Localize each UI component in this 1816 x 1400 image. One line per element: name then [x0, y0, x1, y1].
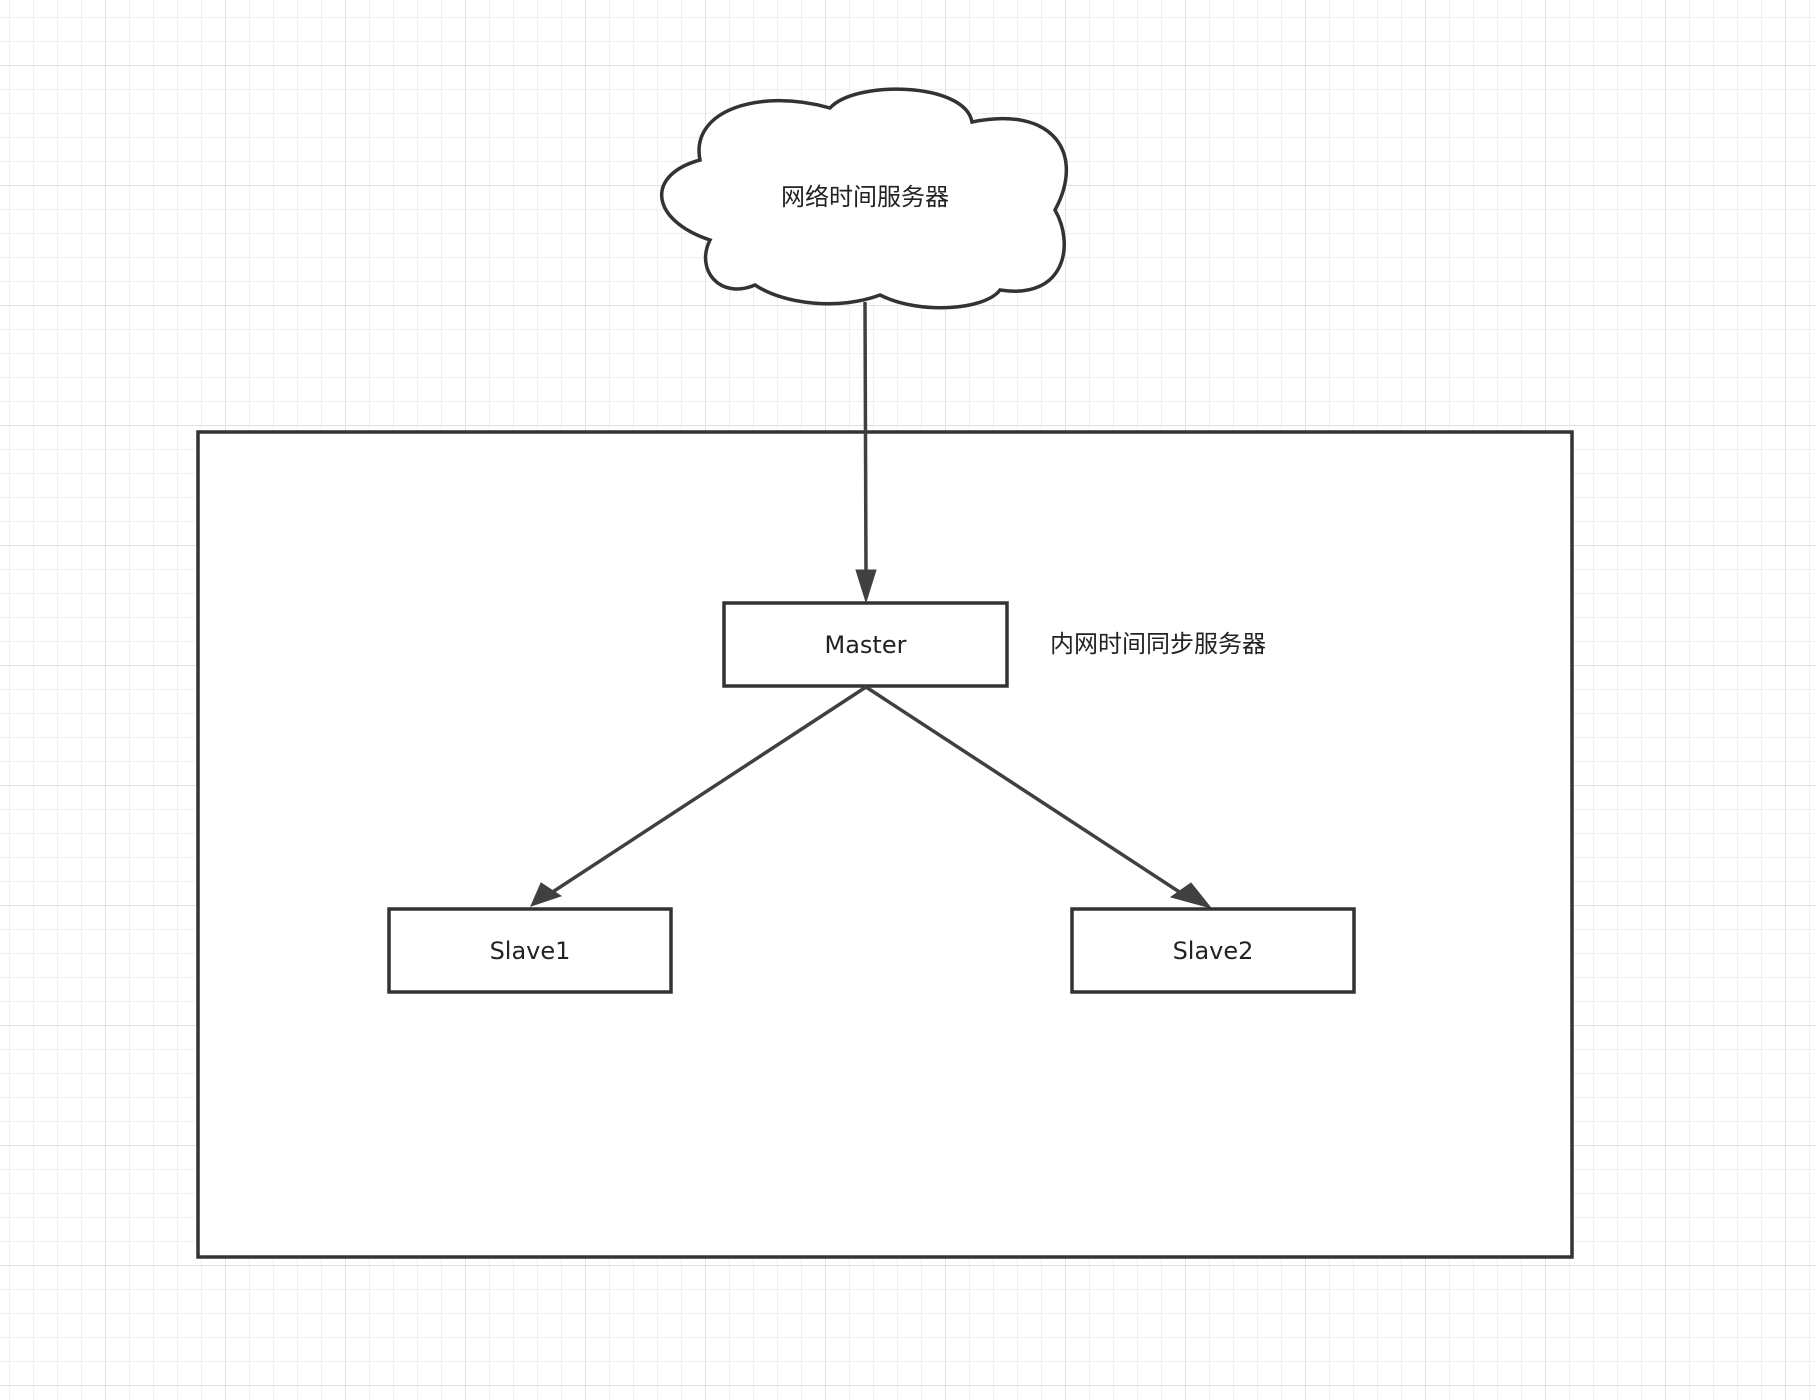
intranet-group-container[interactable] [196, 430, 1574, 1259]
arrowhead-master [855, 569, 877, 604]
intranet-group-label: 内网时间同步服务器 [1050, 630, 1266, 658]
edge-master-to-slave2[interactable] [865, 685, 1185, 897]
cloud-label: 网络时间服务器 [781, 183, 949, 211]
slave1-node[interactable] [387, 907, 673, 994]
edge-cloud-to-master[interactable] [863, 301, 868, 577]
slave1-label: Slave1 [489, 936, 571, 965]
cloud-shape[interactable] [659, 87, 1069, 310]
master-label: Master [824, 630, 907, 659]
slave2-label: Slave2 [1172, 936, 1254, 965]
arrowhead-slave2 [1169, 882, 1213, 909]
slave2-node[interactable] [1070, 907, 1356, 994]
master-node[interactable] [722, 601, 1009, 688]
arrowhead-slave1 [530, 882, 563, 907]
edge-master-to-slave1[interactable] [547, 685, 867, 897]
